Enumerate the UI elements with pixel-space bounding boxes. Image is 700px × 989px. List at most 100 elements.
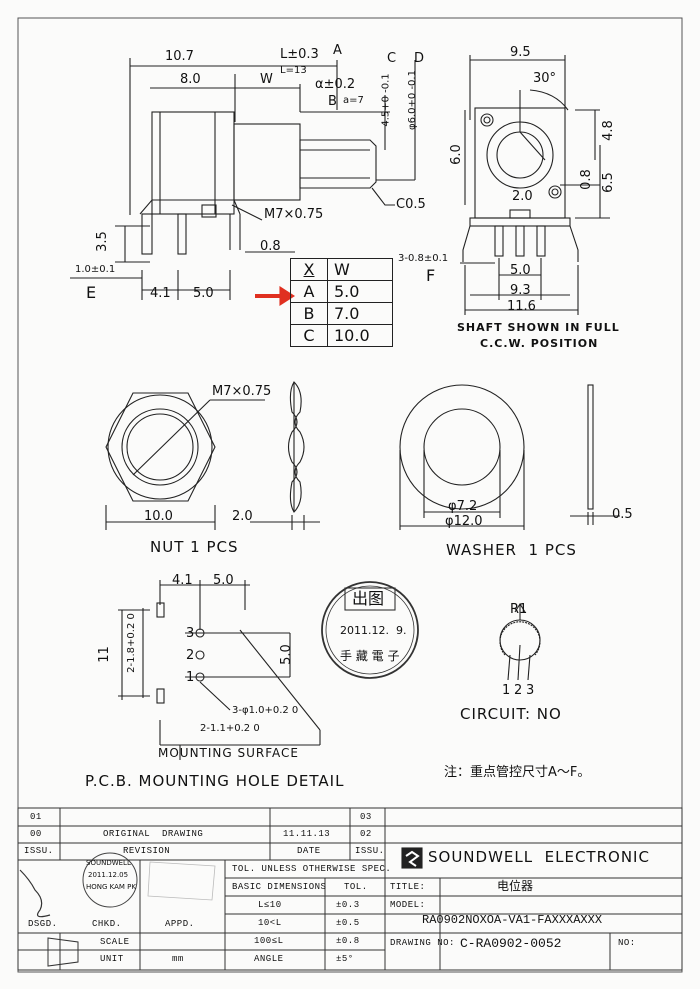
- front-caption-line2: C.C.W. POSITION: [480, 337, 599, 350]
- circuit-r1: R1: [510, 602, 528, 617]
- mounting-surface: MOUNTING SURFACE: [158, 746, 300, 760]
- issue-stamp: [321, 581, 419, 679]
- sign-stamp-3: HONG KAM PK: [86, 883, 136, 891]
- dim-w: W: [260, 72, 273, 87]
- dim-c-val: 4.5+0 -0.1: [380, 73, 392, 127]
- company-logo-icon: [401, 847, 423, 869]
- no-label: NO:: [618, 938, 636, 948]
- front-view: [460, 55, 610, 315]
- nut-drawing: [105, 381, 320, 530]
- tol-row-2-val: ±0.5: [336, 918, 360, 928]
- dim-6-0: 6.0: [448, 144, 464, 165]
- washer-label: WASHER 1 PCS: [446, 541, 577, 559]
- dim-total: 10.7: [165, 49, 194, 64]
- dim-pins: 3-0.8±0.1: [398, 253, 449, 264]
- dim-4-8: 4.8: [600, 120, 616, 141]
- rev-mark-1: 01: [30, 812, 42, 822]
- rev-desc-header: REVISION: [123, 846, 171, 856]
- table-row: X W: [290, 258, 393, 281]
- nut-width: 10.0: [144, 509, 173, 524]
- dim-chamfer: C0.5: [396, 197, 426, 212]
- pcb-holes: 3-φ1.0+0.2 0: [232, 705, 299, 716]
- tol-col-tol: TOL.: [344, 882, 368, 892]
- model-label: MODEL:: [390, 900, 426, 910]
- washer-od: φ12.0: [445, 514, 483, 529]
- company-name: SOUNDWELL ELECTRONIC: [428, 848, 650, 866]
- label-f: F: [426, 266, 437, 285]
- sign-appd: APPD.: [165, 919, 195, 929]
- pcb-dim-11: 11: [96, 646, 112, 663]
- drawing-no-label: DRAWING NO:: [390, 938, 455, 948]
- stamp-bottom: 手 藏 電 子: [340, 649, 400, 663]
- table-row: B 7.0: [290, 302, 393, 325]
- nut-label: NUT 1 PCS: [150, 538, 239, 556]
- rev-mark-2: 00: [30, 829, 42, 839]
- xw-cell: 10.0: [327, 324, 393, 347]
- tol-header: TOL. UNLESS OTHERWISE SPEC.: [232, 864, 392, 874]
- pcb-slot2: 2-1.1+0.2 0: [200, 723, 260, 734]
- signature: [19, 869, 51, 918]
- dim-d-val: φ6.0+0 -0.1: [406, 70, 418, 130]
- pcb-pin-3: 3: [186, 626, 195, 641]
- label-d: D: [414, 51, 425, 66]
- side-view: [70, 58, 416, 300]
- approval-stamp: [82, 852, 138, 908]
- tol-row-2: 10<L: [258, 918, 282, 928]
- nut-thread: M7×0.75: [212, 384, 272, 399]
- note: 注：重点管控尺寸A～F。: [444, 765, 591, 780]
- unit-label: UNIT: [100, 954, 124, 964]
- washer-thickness: 0.5: [612, 507, 633, 522]
- label-c: C: [387, 51, 397, 66]
- dim-9-3: 9.3: [510, 283, 531, 298]
- model-value: RA0902NOXOA-VA1-FAXXXAXXX: [422, 913, 603, 927]
- xw-cell: 7.0: [327, 302, 393, 325]
- rev-desc-2: ORIGINAL DRAWING: [103, 829, 204, 839]
- dim-e-val: 1.0±0.1: [75, 264, 116, 275]
- faded-stamp: [147, 861, 216, 901]
- sign-stamp-2: 2011.12.05: [88, 871, 129, 879]
- tol-row-1: L≤10: [258, 900, 282, 910]
- rev-mark-header: ISSU.: [24, 846, 54, 856]
- stamp-top: 出图: [352, 589, 385, 608]
- sign-stamp-1: SOUNDWELL: [86, 859, 131, 867]
- label-e: E: [86, 283, 98, 302]
- dim-q: α±0.2: [315, 77, 356, 92]
- dim-2-0: 2.0: [512, 189, 533, 204]
- table-row: A 5.0: [290, 280, 393, 303]
- dim-4-1: 4.1: [150, 286, 171, 301]
- xw-cell: A: [290, 280, 328, 303]
- pcb-hole-detail: [118, 580, 321, 760]
- tol-row-1-val: ±0.3: [336, 900, 360, 910]
- nut-thickness: 2.0: [232, 509, 253, 524]
- rev-date-header: DATE: [297, 846, 321, 856]
- dim-3-5: 3.5: [94, 231, 110, 252]
- dim-width: 9.5: [510, 45, 531, 60]
- dim-a-note: a=7: [343, 95, 364, 106]
- dim-5-0-front: 5.0: [510, 263, 531, 278]
- tol-row-4: ANGLE: [254, 954, 284, 964]
- circuit-symbol: [499, 602, 541, 681]
- unit-value: mm: [172, 954, 184, 964]
- xw-cell: 5.0: [327, 280, 393, 303]
- sign-dsgd: DSGD.: [28, 919, 58, 929]
- label-b: B: [328, 94, 337, 109]
- xw-cell: B: [290, 302, 328, 325]
- title-block-grid: [17, 807, 683, 971]
- title-value: 电位器: [497, 879, 534, 893]
- rev-no-header: ISSU.: [355, 846, 385, 856]
- dim-0-8-front: 0.8: [578, 169, 594, 190]
- washer-drawing: [399, 384, 620, 530]
- pcb-slot: 2-1.8+0.2 0: [125, 613, 137, 673]
- dim-thread: M7×0.75: [264, 207, 324, 222]
- xw-table: X W A 5.0 B 7.0 C 10.0: [290, 258, 393, 347]
- xw-header-x: X: [290, 258, 328, 281]
- dim-0-8: 0.8: [260, 239, 281, 254]
- drawing-no-value: C-RA0902-0052: [460, 936, 562, 951]
- washer-id: φ7.2: [448, 499, 478, 514]
- pcb-dim-5-0-v: 5.0: [278, 644, 294, 665]
- front-caption-line1: SHAFT SHOWN IN FULL: [457, 321, 620, 334]
- rev-date-2: 11.11.13: [283, 829, 331, 839]
- rev-no-2: 02: [360, 829, 372, 839]
